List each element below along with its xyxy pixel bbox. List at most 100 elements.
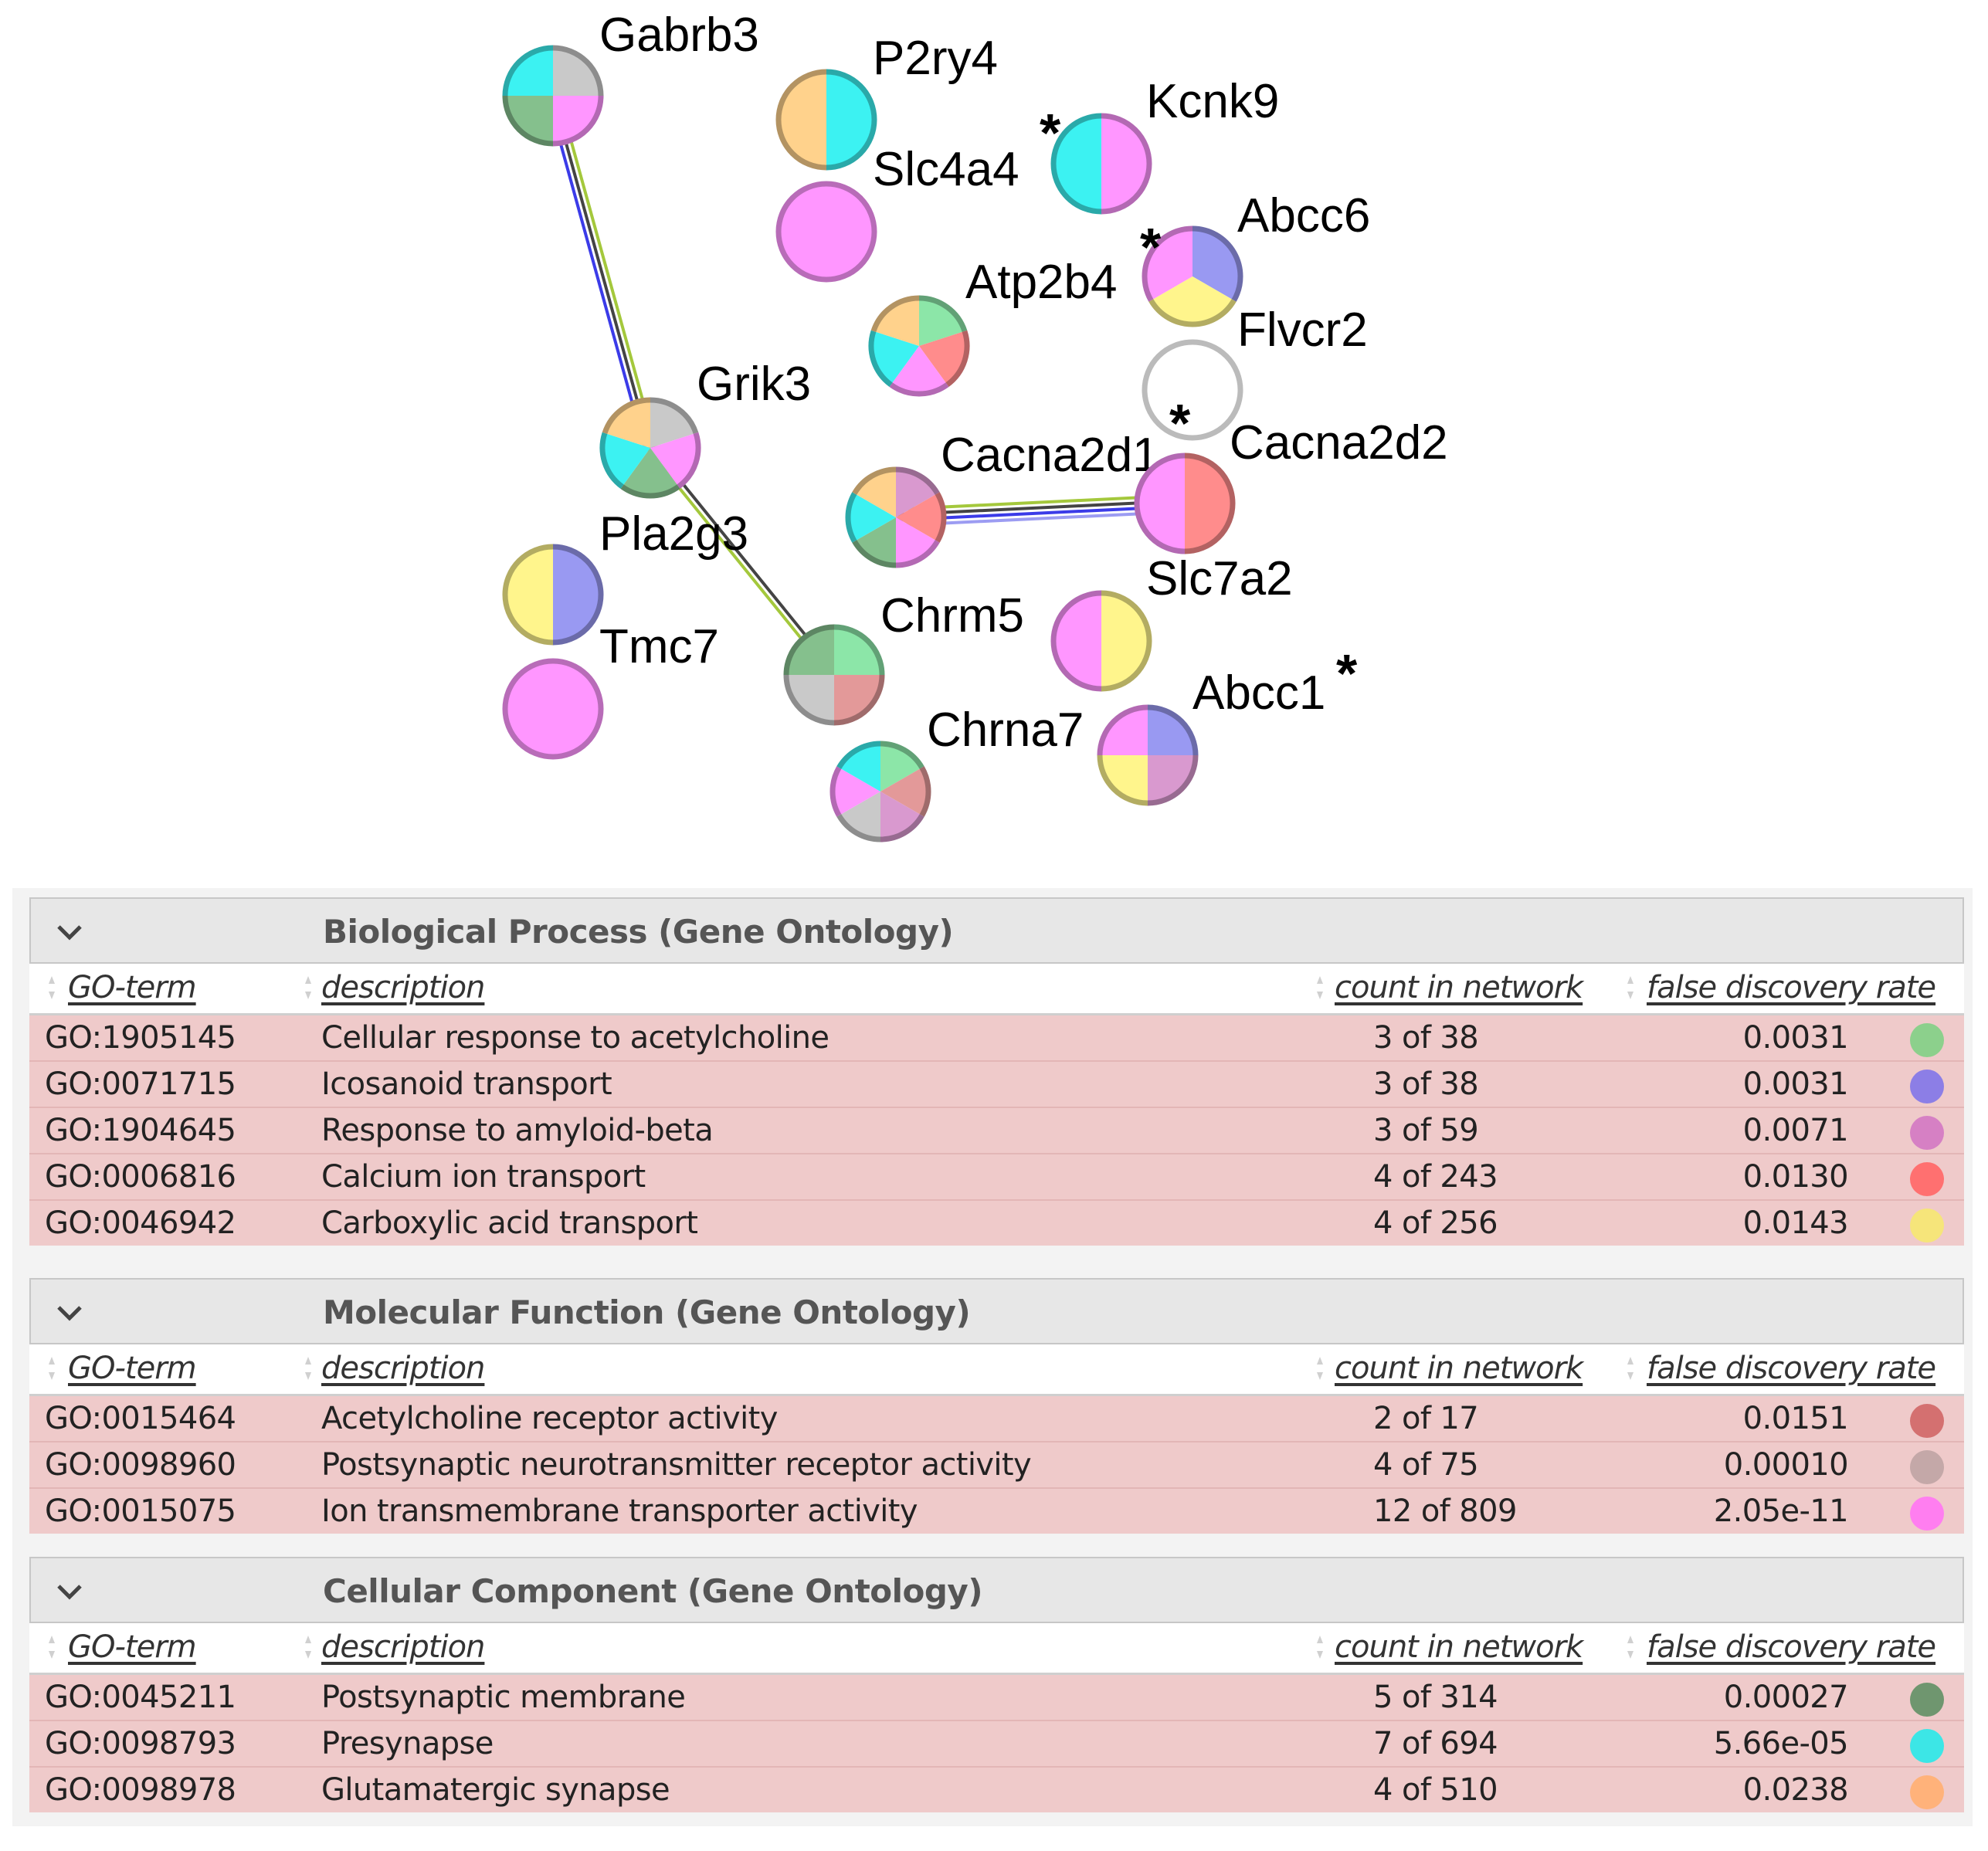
sort-icon[interactable] xyxy=(304,975,312,1001)
go-term-cell[interactable]: GO:1905145 xyxy=(45,1020,236,1056)
go-term-cell[interactable]: GO:0006816 xyxy=(45,1159,236,1195)
node-slc4a4[interactable]: Slc4a4* xyxy=(775,103,1061,283)
sort-icon[interactable] xyxy=(1316,1355,1324,1381)
node-chrna7[interactable]: Chrna7 xyxy=(829,703,1084,842)
node-slice[interactable] xyxy=(871,331,919,385)
node-cacna2d1[interactable]: Cacna2d1* xyxy=(845,393,1191,568)
node-flvcr2[interactable]: Flvcr2 xyxy=(1142,303,1368,441)
panel-header[interactable]: Biological Process (Gene Ontology) xyxy=(29,897,1964,964)
node-slice[interactable] xyxy=(622,448,679,496)
node-slice[interactable] xyxy=(553,547,601,642)
node-slice[interactable] xyxy=(919,331,967,385)
node-slice[interactable] xyxy=(505,96,553,144)
color-legend-dot[interactable] xyxy=(1910,1729,1944,1763)
node-slice[interactable] xyxy=(786,627,834,675)
go-term-cell[interactable]: GO:1904645 xyxy=(45,1113,236,1148)
node-slice[interactable] xyxy=(1148,755,1196,803)
go-term-cell[interactable]: GO:0015075 xyxy=(45,1493,236,1529)
col-fdr[interactable]: false discovery rate xyxy=(1647,1351,1936,1386)
node-slice[interactable] xyxy=(786,675,834,723)
go-term-cell[interactable]: GO:0045211 xyxy=(45,1680,236,1715)
go-term-cell[interactable]: GO:0046942 xyxy=(45,1205,236,1241)
color-legend-dot[interactable] xyxy=(1910,1070,1944,1103)
edge-line[interactable] xyxy=(546,97,647,450)
node-slice[interactable] xyxy=(779,184,874,280)
col-go-term[interactable]: GO-term xyxy=(68,1629,197,1665)
sort-icon[interactable] xyxy=(304,1634,312,1660)
node-cacna2d2[interactable]: Cacna2d2 xyxy=(1134,416,1448,554)
col-description[interactable]: description xyxy=(321,1351,485,1386)
panel-header[interactable]: Cellular Component (Gene Ontology) xyxy=(29,1557,1964,1623)
node-gabrb3[interactable]: Gabrb3 xyxy=(502,8,759,147)
node-slice[interactable] xyxy=(1101,116,1149,212)
col-count[interactable]: count in network xyxy=(1335,1629,1583,1665)
color-legend-dot[interactable] xyxy=(1910,1497,1944,1531)
color-legend-dot[interactable] xyxy=(1910,1683,1944,1717)
node-p2ry4[interactable]: P2ry4 xyxy=(775,32,998,171)
go-term-cell[interactable]: GO:0098793 xyxy=(45,1726,236,1761)
node-slice[interactable] xyxy=(874,298,919,346)
node-slice[interactable] xyxy=(1053,116,1101,212)
col-fdr[interactable]: false discovery rate xyxy=(1647,1629,1936,1665)
sort-icon[interactable] xyxy=(1627,1355,1634,1381)
col-go-term[interactable]: GO-term xyxy=(68,970,197,1005)
sort-icon[interactable] xyxy=(48,1634,56,1660)
node-atp2b4[interactable]: Atp2b4 xyxy=(868,256,1118,397)
color-legend-dot[interactable] xyxy=(1910,1450,1944,1484)
go-term-cell[interactable]: GO:0015464 xyxy=(45,1401,236,1436)
node-slice[interactable] xyxy=(826,72,874,168)
node-slice[interactable] xyxy=(919,298,965,346)
color-legend-dot[interactable] xyxy=(1910,1162,1944,1196)
sort-icon[interactable] xyxy=(1627,1634,1634,1660)
node-chrm5[interactable]: Chrm5 xyxy=(783,589,1024,726)
chevron-down-icon[interactable] xyxy=(54,1297,85,1327)
color-legend-dot[interactable] xyxy=(1910,1209,1944,1242)
go-term-cell[interactable]: GO:0098978 xyxy=(45,1772,236,1808)
chevron-down-icon[interactable] xyxy=(54,1575,85,1606)
sort-icon[interactable] xyxy=(1627,975,1634,1001)
node-abcc1[interactable]: Abcc1* xyxy=(1097,643,1358,806)
col-count[interactable]: count in network xyxy=(1335,1351,1583,1386)
node-slice[interactable] xyxy=(1100,755,1148,803)
node-grik3[interactable]: Grik3 xyxy=(599,358,811,499)
node-pla2g3[interactable]: Pla2g3 xyxy=(502,507,748,646)
node-slice[interactable] xyxy=(1101,593,1149,689)
go-term-cell[interactable]: GO:0071715 xyxy=(45,1066,236,1102)
color-legend-dot[interactable] xyxy=(1910,1404,1944,1438)
node-kcnk9[interactable]: Kcnk9 xyxy=(1050,75,1279,215)
node-slice[interactable] xyxy=(834,627,882,675)
node-circle[interactable] xyxy=(1142,339,1243,441)
node-slice[interactable] xyxy=(505,547,553,642)
node-slc7a2[interactable]: Slc7a2 xyxy=(1050,552,1293,692)
panel-header[interactable]: Molecular Function (Gene Ontology) xyxy=(29,1278,1964,1344)
col-description[interactable]: description xyxy=(321,970,485,1005)
node-slice[interactable] xyxy=(880,768,929,815)
node-slice[interactable] xyxy=(834,675,882,723)
node-slice[interactable] xyxy=(896,493,944,541)
node-slice[interactable] xyxy=(1137,456,1185,551)
node-slice[interactable] xyxy=(832,768,880,815)
go-term-cell[interactable]: GO:0098960 xyxy=(45,1447,236,1483)
sort-icon[interactable] xyxy=(48,975,56,1001)
node-slice[interactable] xyxy=(1100,707,1148,755)
node-slice[interactable] xyxy=(602,432,650,487)
node-slice[interactable] xyxy=(605,400,650,448)
node-slice[interactable] xyxy=(505,661,601,757)
node-slice[interactable] xyxy=(553,96,601,144)
node-slice[interactable] xyxy=(505,48,553,96)
sort-icon[interactable] xyxy=(304,1355,312,1381)
node-slice[interactable] xyxy=(1185,456,1233,551)
sort-icon[interactable] xyxy=(48,1355,56,1381)
edge-line[interactable] xyxy=(551,95,652,449)
sort-icon[interactable] xyxy=(1316,975,1324,1001)
